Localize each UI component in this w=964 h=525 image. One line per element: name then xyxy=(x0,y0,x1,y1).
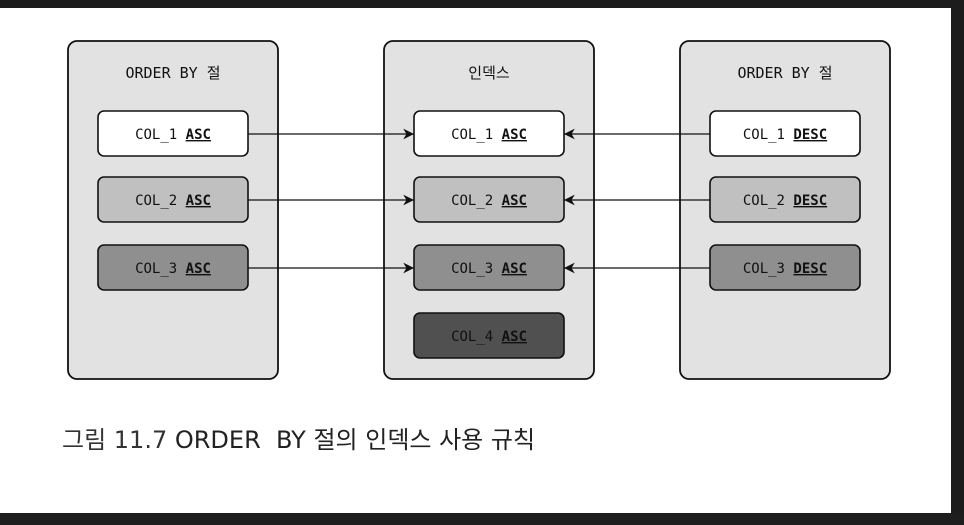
right-dark-edge xyxy=(951,0,964,525)
box-center-col3-label: COL_3 ASC xyxy=(451,261,527,277)
box-center-col1-label: COL_1 ASC xyxy=(451,127,527,143)
box-center-col4 xyxy=(413,312,565,359)
box-center-col2-label: COL_2 ASC xyxy=(451,193,527,209)
top-dark-strip xyxy=(0,0,964,8)
box-right-col2-label: COL_2 DESC xyxy=(743,193,827,209)
bottom-dark-strip xyxy=(0,513,964,525)
figure-caption: 그림 11.7 ORDER BY 절의 인덱스 사용 규칙 xyxy=(62,420,535,455)
box-left-col2-label: COL_2 ASC xyxy=(135,193,211,209)
order-by-index-diagram: ORDER BY 절 COL_1 ASC COL_2 ASC COL_3 ASC… xyxy=(67,40,891,380)
box-left-col3-label: COL_3 ASC xyxy=(135,261,211,277)
panel-title-index: 인덱스 xyxy=(468,64,510,82)
book-page: ORDER BY 절 COL_1 ASC COL_2 ASC COL_3 ASC… xyxy=(0,8,951,513)
panel-title-order-by-left: ORDER BY 절 xyxy=(125,64,220,82)
panel-title-order-by-right: ORDER BY 절 xyxy=(737,64,832,82)
box-right-col1-label: COL_1 DESC xyxy=(743,127,827,143)
box-right-col3-label: COL_3 DESC xyxy=(743,261,827,277)
figure-number: 그림 11.7 xyxy=(62,426,168,454)
box-left-col1-label: COL_1 ASC xyxy=(135,127,211,143)
box-center-col4-label: COL_4 ASC xyxy=(451,329,527,345)
figure-caption-text: ORDER BY 절의 인덱스 사용 규칙 xyxy=(167,426,536,454)
